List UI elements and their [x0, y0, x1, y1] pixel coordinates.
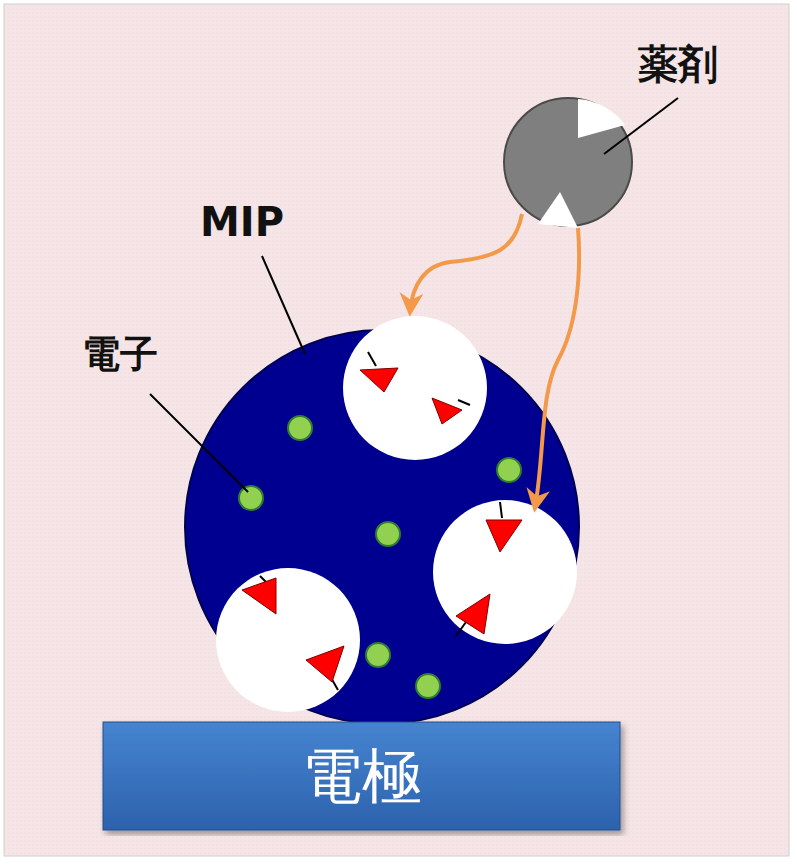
electrode	[103, 722, 620, 830]
background	[4, 4, 789, 856]
mip-particle	[185, 330, 579, 724]
leader-lines	[150, 98, 678, 492]
drug-molecule	[504, 98, 632, 228]
electrode-box: 電極	[103, 722, 620, 830]
drug-label: 薬剤	[638, 42, 718, 86]
electrons	[239, 416, 521, 698]
cavities	[216, 316, 577, 712]
recognition-sites	[242, 352, 522, 690]
node-label: 電極	[302, 743, 422, 809]
electron-label: 電子	[82, 334, 158, 376]
binding-arrows	[410, 214, 579, 508]
mip-label: MIP	[200, 200, 284, 244]
